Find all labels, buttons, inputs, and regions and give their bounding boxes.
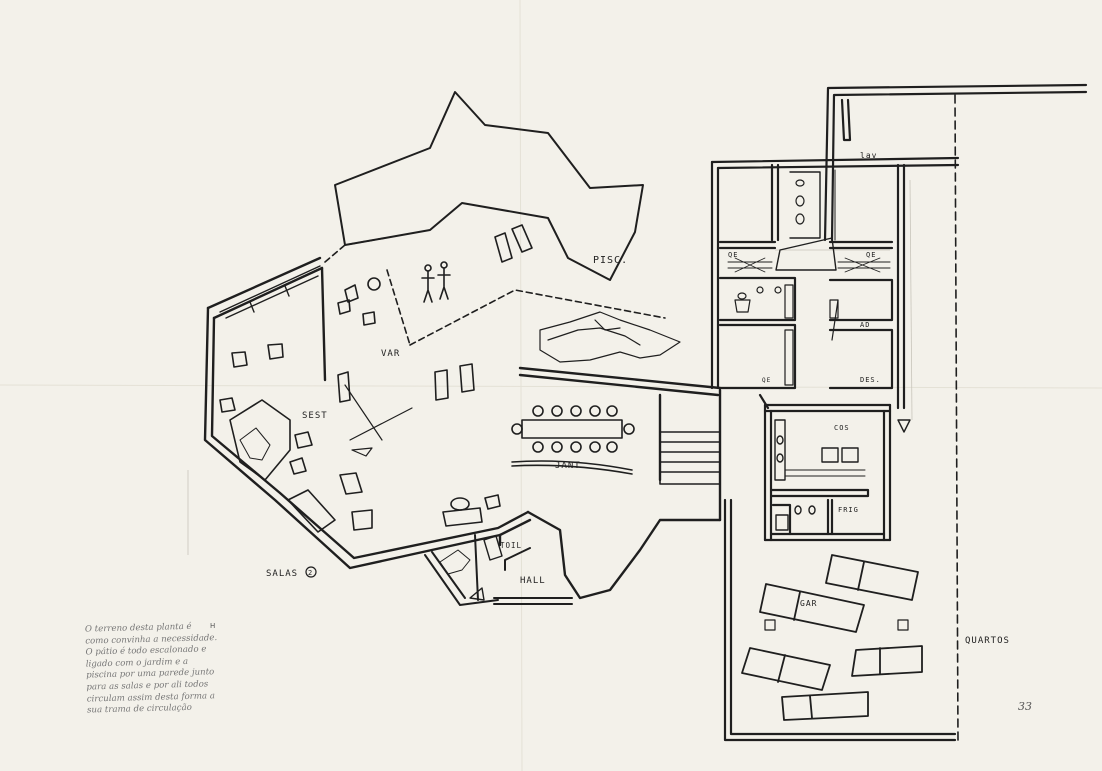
sest-furniture <box>219 343 413 533</box>
label-qe-right: QE <box>866 251 876 259</box>
label-gar: GAR <box>800 599 817 608</box>
living-window-band <box>219 265 321 319</box>
label-des: DES. <box>860 376 881 384</box>
kitchen-fixtures <box>774 419 911 531</box>
label-lav: lav <box>860 151 877 160</box>
pool-outline <box>334 91 644 281</box>
label-quartos: QUARTOS <box>965 636 1010 646</box>
pencil-guides <box>187 179 913 555</box>
label-salas: SALAS <box>266 569 298 579</box>
hall-block <box>424 534 573 606</box>
service-block <box>723 393 957 742</box>
handwritten-note: O terreno desta planta é como convinha a… <box>85 619 282 717</box>
label-pisc: PISC. <box>593 255 628 266</box>
plot-boundary <box>954 94 959 741</box>
lounge-chairs <box>434 363 475 401</box>
label-ad: AD <box>860 321 870 329</box>
garage-cars <box>741 554 923 721</box>
label-jant: JANT <box>555 461 581 471</box>
garden-planting <box>539 311 681 363</box>
label-sest: SEST <box>302 411 328 421</box>
label-toil: TOIL <box>500 541 522 550</box>
entry-seating <box>442 494 501 527</box>
salas-circle <box>305 566 317 578</box>
label-cos: COS <box>834 424 850 432</box>
label-frig: FRIG <box>838 506 859 514</box>
label-var: VAR <box>381 349 400 359</box>
terrace-outline <box>324 237 666 346</box>
staircase <box>659 431 721 485</box>
label-qe-left: QE <box>728 251 738 259</box>
living-walls <box>203 256 722 600</box>
bedroom-wing <box>710 83 1088 410</box>
corner-mark: H <box>210 622 215 630</box>
label-qe-small: QE <box>762 377 771 384</box>
label-salas-number: 2 <box>308 569 313 577</box>
statue-figures <box>421 261 451 303</box>
bath-fixtures <box>734 179 839 341</box>
dining-table <box>511 405 635 475</box>
deck-loungers <box>337 224 533 326</box>
label-hall: HALL <box>520 576 546 586</box>
sheet-number: 33 <box>1018 700 1032 713</box>
